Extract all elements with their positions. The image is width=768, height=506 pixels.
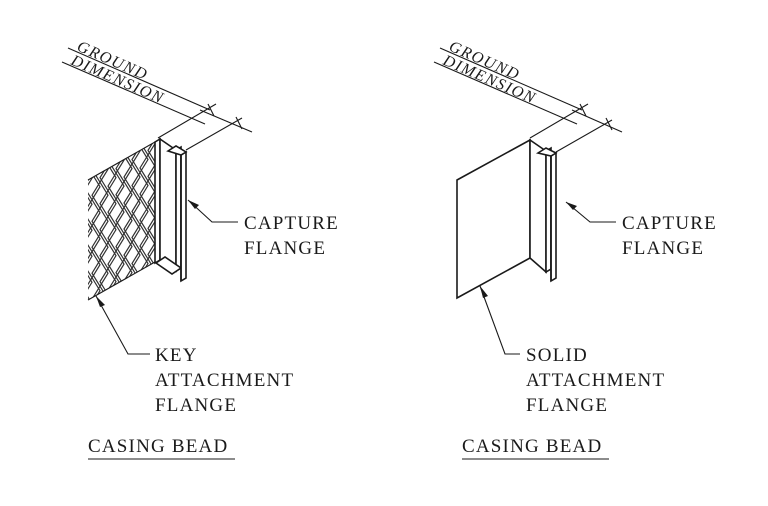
left-bead-body xyxy=(154,137,188,283)
mesh-diamond xyxy=(147,266,155,295)
right-casing-bead: GROUND DIMENSION CAPTURE FLANGE xyxy=(433,38,717,460)
mesh-diamond xyxy=(115,142,133,157)
right-attachment-label-line1: SOLID xyxy=(526,345,588,366)
left-attachment-label-line3: FLANGE xyxy=(155,395,237,416)
right-attachment-leader xyxy=(479,285,520,355)
left-ground-dimension: GROUND DIMENSION xyxy=(61,38,253,151)
left-capture-label-line1: CAPTURE xyxy=(244,213,339,234)
mesh-diamond xyxy=(131,142,149,148)
right-ground-dimension: GROUND DIMENSION xyxy=(433,38,623,153)
left-capture-leader xyxy=(187,199,238,223)
mesh-diamond xyxy=(140,103,156,129)
mesh-diamond xyxy=(88,190,93,219)
mesh-diamond xyxy=(147,240,155,269)
mesh-diamond xyxy=(131,275,149,300)
mesh-diamond xyxy=(88,142,93,167)
mesh-diamond xyxy=(88,216,93,245)
right-attachment-label-line2: ATTACHMENT xyxy=(526,370,665,391)
mesh-diamond xyxy=(88,242,93,271)
mesh-diamond xyxy=(115,284,133,300)
mesh-diamond xyxy=(91,142,109,158)
left-attachment-leader xyxy=(95,295,150,355)
mesh-diamond xyxy=(88,146,101,175)
mesh-diamond xyxy=(147,188,155,217)
right-attachment-label-line3: FLANGE xyxy=(526,395,608,416)
mesh-diamond xyxy=(147,162,155,191)
mesh-diamond xyxy=(148,111,164,137)
left-mesh-flange xyxy=(84,103,164,330)
mesh-diamond xyxy=(107,142,125,149)
left-attachment-label-line2: ATTACHMENT xyxy=(155,370,294,391)
mesh-diamond xyxy=(124,112,140,138)
left-attachment-label-line1: KEY xyxy=(155,345,198,366)
right-bead-body xyxy=(456,138,558,300)
mesh-diamond xyxy=(99,142,117,166)
mesh-diamond xyxy=(84,304,100,330)
left-capture-label-line2: FLANGE xyxy=(244,238,326,259)
right-caption: CASING BEAD xyxy=(462,436,602,457)
mesh-diamond xyxy=(147,142,155,165)
left-caption: CASING BEAD xyxy=(88,436,228,457)
right-capture-leader xyxy=(565,201,616,223)
mesh-diamond xyxy=(88,276,101,300)
mesh-diamond xyxy=(88,164,93,193)
right-capture-label-line2: FLANGE xyxy=(622,238,704,259)
right-capture-label-line1: CAPTURE xyxy=(622,213,717,234)
mesh-diamond xyxy=(88,268,93,297)
left-casing-bead: GROUND DIMENSION C xyxy=(61,38,339,460)
mesh-diamond xyxy=(147,214,155,243)
